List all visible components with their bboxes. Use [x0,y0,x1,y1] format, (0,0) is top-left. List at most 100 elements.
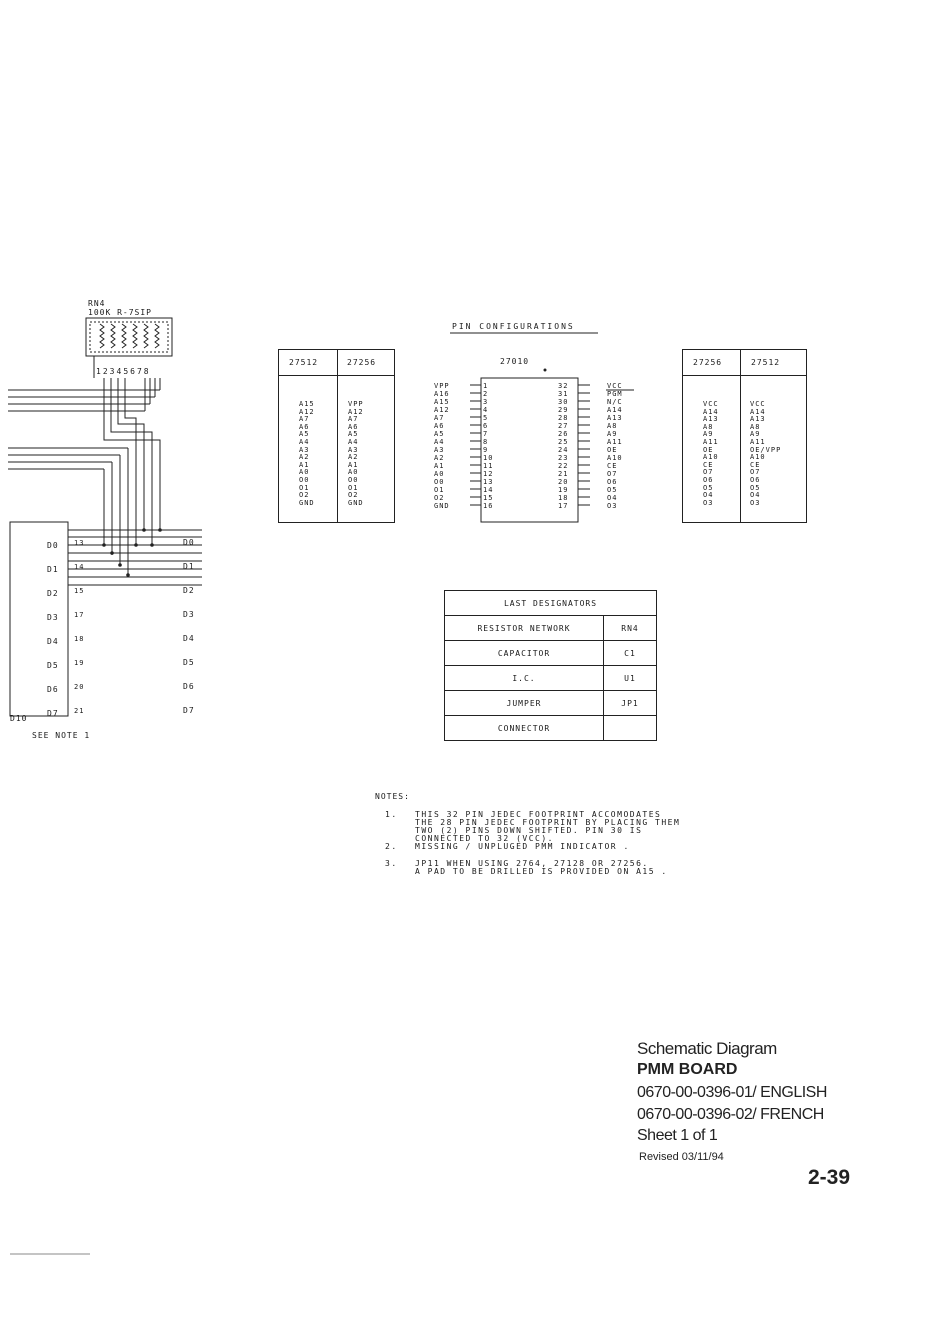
note-line: A PAD TO BE DRILLED IS PROVIDED ON A15 . [415,867,668,876]
note-2-text: MISSING / UNPLUGED PMM INDICATOR . [415,842,630,851]
chip-left-pin: 6 [483,422,489,430]
left-table-header-2: 27256 [347,358,377,367]
chip-right-signal: O6 [607,478,618,486]
table-row: JUMPER JP1 [444,690,657,716]
right-table-signal: A14 [703,407,719,416]
rn4-pin: 7 [136,367,143,376]
right-table-signal: O3 [750,498,761,507]
left-table-signal: O1 [299,483,310,492]
chip-left-signal: O0 [434,478,445,486]
left-table-signal: A7 [299,415,310,424]
chip-right-pin: 32 [558,382,569,390]
chip-right-pin: 26 [558,430,569,438]
rn4-pin-row: 1 2 3 4 5 6 7 8 [96,368,150,376]
rn4-pin: 4 [116,367,123,376]
left-ic-pin-number: 18 [74,635,85,643]
chip-right-signal: O5 [607,486,618,494]
chip-left-signal: A12 [434,406,450,414]
left-table-signal: A7 [348,415,359,424]
chip-left-signal: A5 [434,430,445,438]
rn4-pin: 1 [96,367,102,376]
left-ic-label: D6 [47,685,59,694]
left-ic-body [9,521,69,717]
right-table-header-1: 27256 [693,358,723,367]
page-number: 2-39 [808,1166,851,1189]
chip-right-pin: 23 [558,454,569,462]
right-table-signal: O5 [703,483,714,492]
table-row: CAPACITOR C1 [444,640,657,666]
chip-right-signal: A14 [607,406,623,414]
last-designators-table: LAST DESIGNATORS RESISTOR NETWORK RN4 CA… [444,590,657,741]
chip-left-signal: A3 [434,446,445,454]
bus-label: D7 [183,706,195,715]
chip-left-pin: 10 [483,454,494,462]
chip-right-signal: O7 [607,470,618,478]
bus-label: D2 [183,586,195,595]
left-table-signal: A12 [299,407,315,416]
title-sheet: Sheet 1 of 1 [637,1127,718,1144]
chip-right-signal: A13 [607,414,623,422]
chip-right-pin: 18 [558,494,569,502]
left-ic-label: D0 [47,541,59,550]
right-table-signal: A10 [750,453,766,462]
title-schematic-diagram: Schematic Diagram [637,1039,777,1058]
left-table-signal: A4 [299,437,310,446]
rn4-resistors [99,323,160,349]
chip-left-pin: 13 [483,478,494,486]
right-table-signal: O6 [703,475,714,484]
pin-config-title: PIN CONFIGURATIONS [452,322,575,331]
designator-label: JUMPER [444,690,604,716]
chip-left-pin: 5 [483,414,489,422]
chip-left-signal: A7 [434,414,445,422]
center-chip-body [480,377,579,523]
chip-left-signal: A1 [434,462,445,470]
chip-left-signal: O2 [434,494,445,502]
rn4-pin: 2 [102,367,109,376]
title-part-english: 0670-00-0396-01/ ENGLISH [637,1084,827,1101]
right-table-signal: O5 [750,483,761,492]
left-ic-pin-number: 17 [74,611,85,619]
right-table-signal: OE [703,445,714,454]
chip-left-signal: A0 [434,470,445,478]
designator-value: C1 [603,640,657,666]
bus-label: D6 [183,682,195,691]
chip-right-pin: 20 [558,478,569,486]
chip-right-pin: 21 [558,470,569,478]
chip-right-signal: O3 [607,502,618,510]
chip-right-pin: 27 [558,422,569,430]
left-table-signal: O0 [348,475,359,484]
left-table-signal: A6 [299,422,310,431]
note-3-text: JP11 WHEN USING 2764, 27128 OR 27256. A … [415,860,668,876]
left-ic-label: D7 [47,709,59,718]
chip-right-signal: A11 [607,438,623,446]
right-table-header-2: 27512 [751,358,781,367]
right-table-signal: O6 [750,475,761,484]
left-table-signal: A4 [348,437,359,446]
chip-left-pin: 16 [483,502,494,510]
table-row: I.C. U1 [444,665,657,691]
chip-left-pin: 3 [483,398,489,406]
chip-right-signal: VCC [607,382,623,390]
left-ic-label: D5 [47,661,59,670]
designator-label: RESISTOR NETWORK [444,615,604,641]
left-table-signal: A2 [348,453,359,462]
left-ic-pin-number: 13 [74,539,85,547]
note-line: TWO (2) PINS DOWN SHIFTED. PIN 30 IS [415,826,643,835]
bus-label: D4 [183,634,195,643]
chip-left-pin: 8 [483,438,489,446]
designator-value: JP1 [603,690,657,716]
left-ic-pin-numbers: 13 14 15 17 18 19 20 21 [74,523,84,723]
chip-right-signal: O4 [607,494,618,502]
right-table-signal: O7 [703,468,714,477]
chip-left-signal: A4 [434,438,445,446]
left-table-signal: O1 [348,483,359,492]
note-1-number: 1. [385,810,398,819]
chip-right-signal: A8 [607,422,618,430]
rn4-pin: 6 [130,367,136,376]
chip-right-pin: 24 [558,446,569,454]
rn4-inner [89,321,169,353]
designator-label: CONNECTOR [444,715,604,741]
chip-left-signal: A16 [434,390,450,398]
